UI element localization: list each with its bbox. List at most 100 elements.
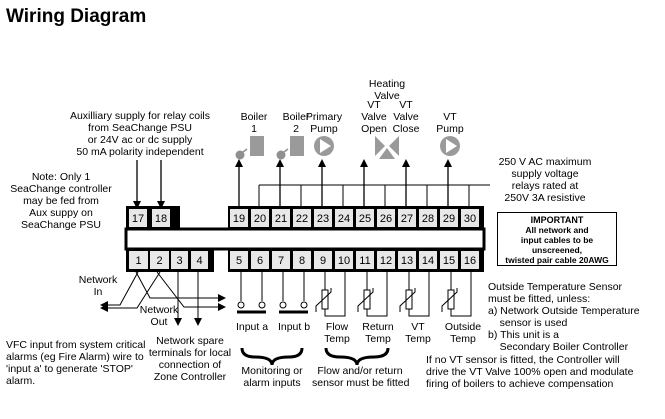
terminal-27: 27 [398,209,416,227]
network-wiring [100,271,226,326]
terminal-22: 22 [293,209,311,227]
svg-text:4: 4 [196,255,202,267]
important-cable-note: IMPORTANT All network and input cables t… [497,212,617,266]
svg-text:23: 23 [317,213,329,225]
outside-temp-label: Outside Temp [444,321,482,345]
terminal-19: 19 [230,209,248,227]
svg-text:29: 29 [443,213,455,225]
svg-text:3: 3 [176,255,182,267]
svg-text:16: 16 [464,255,476,267]
terminal-3: 3 [171,251,188,269]
network-out-label: Network Out [139,304,179,328]
relay-common-wiring [258,184,490,207]
terminal-28: 28 [419,209,437,227]
svg-text:22: 22 [296,213,308,225]
return-temp-sensor-icon [357,272,388,317]
svg-text:15: 15 [443,255,455,267]
terminal-1: 1 [129,251,148,269]
svg-text:25: 25 [359,213,371,225]
monitoring-inputs-note: Monitoring or alarm inputs [241,365,303,389]
svg-text:14: 14 [422,255,434,267]
terminal-9: 9 [314,251,332,269]
terminal-18: 18 [152,209,170,227]
terminal-5: 5 [230,251,248,269]
vt-pump-label: VT Pump [436,111,464,135]
input-b-contact [279,272,308,314]
terminal-14: 14 [419,251,437,269]
vt-valve-close-label: VT Valve Close [392,99,420,135]
input-b-label: Input b [277,321,311,333]
terminal-16: 16 [461,251,479,269]
page-title: Wiring Diagram [6,6,147,27]
terminal-17: 17 [129,209,147,227]
vt-temp-label: VT Temp [405,321,431,345]
network-spare-note: Network spare terminals for local connec… [148,335,232,383]
return-temp-label: Return Temp [362,321,394,345]
boiler-1-label: Boiler 1 [240,111,268,135]
svg-text:12: 12 [380,255,392,267]
terminal-29: 29 [440,209,458,227]
terminal-24: 24 [335,209,353,227]
vt-temp-sensor-icon [399,272,430,317]
terminal-26: 26 [377,209,395,227]
svg-text:6: 6 [257,255,263,267]
vfc-input-note: VFC input from system critical alarms (e… [6,339,146,387]
outside-temp-sensor-icon [441,272,472,317]
terminal-10: 10 [335,251,353,269]
monitoring-brace [240,347,304,366]
terminal-4: 4 [191,251,208,269]
svg-text:2: 2 [156,255,162,267]
flow-temp-label: Flow Temp [324,321,350,345]
primary-pump-icon [314,136,334,156]
outside-sensor-note: Outside Temperature Sensor must be fitte… [488,281,640,353]
svg-text:28: 28 [422,213,434,225]
boiler-1-icon [235,136,264,160]
svg-text:27: 27 [401,213,413,225]
flow-return-note: Flow and/or return sensor must be fitted [312,365,410,389]
svg-text:20: 20 [254,213,266,225]
svg-text:11: 11 [359,255,370,267]
flow-return-brace [324,347,390,366]
svg-text:7: 7 [278,255,284,267]
network-in-label: Network In [78,274,118,298]
flow-temp-sensor-icon [315,272,346,317]
terminal-2: 2 [150,251,169,269]
svg-text:1: 1 [135,255,141,267]
terminal-15: 15 [440,251,458,269]
svg-text:17: 17 [132,213,144,225]
primary-pump-label: Primary Pump [305,111,343,135]
heating-valve-icon [375,136,399,159]
output-arrows [235,159,452,207]
svg-text:10: 10 [338,255,350,267]
terminal-12: 12 [377,251,395,269]
input-a-label: Input a [235,321,269,333]
only-one-controller-note: Note: Only 1 SeaChange controller may be… [10,171,112,231]
terminal-11: 11 [356,251,374,269]
no-vt-sensor-note: If no VT sensor is fitted, the Controlle… [426,354,634,390]
terminal-23: 23 [314,209,332,227]
terminal-7: 7 [272,251,290,269]
svg-text:18: 18 [155,213,167,225]
svg-text:21: 21 [275,213,287,225]
svg-text:5: 5 [236,255,242,267]
svg-text:8: 8 [299,255,305,267]
heating-valve-label: Heating Valve [368,78,406,102]
aux-supply-arrows [133,160,165,209]
terminal-13: 13 [398,251,416,269]
boiler-2-label: Boiler 2 [282,111,310,135]
svg-text:9: 9 [320,255,326,267]
relay-rating-note: 250 V AC maximum supply voltage relays r… [498,156,592,204]
boiler-2-icon [276,136,304,160]
vt-pump-icon [440,136,460,156]
vt-valve-open-label: VT Valve Open [361,99,387,135]
svg-text:19: 19 [233,213,245,225]
svg-text:24: 24 [338,213,350,225]
terminal-6: 6 [251,251,269,269]
terminal-21: 21 [272,209,290,227]
svg-text:30: 30 [464,213,476,225]
input-a-contact [237,272,266,314]
terminal-8: 8 [293,251,311,269]
terminal-30: 30 [461,209,479,227]
